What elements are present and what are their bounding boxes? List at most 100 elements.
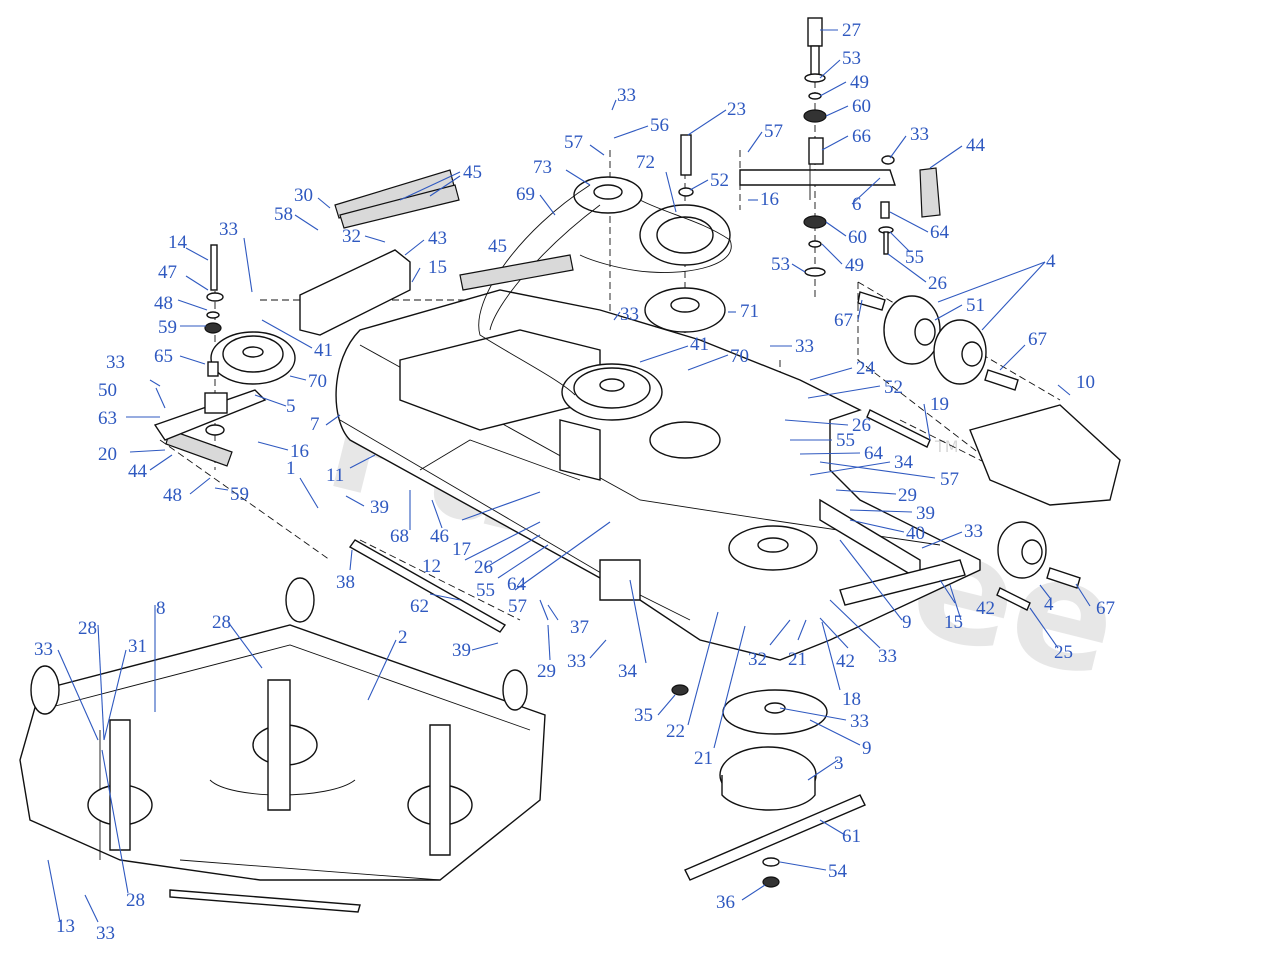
- callout-71: 71: [740, 301, 759, 322]
- callout-52: 52: [710, 170, 729, 191]
- callout-16: 16: [290, 441, 309, 462]
- callout-25: 25: [1054, 642, 1073, 663]
- callout-33: 33: [96, 923, 115, 944]
- callout-46: 46: [430, 526, 449, 547]
- callout-50: 50: [98, 380, 117, 401]
- callout-63: 63: [98, 408, 117, 429]
- callout-3: 3: [834, 753, 844, 774]
- callout-48: 48: [154, 293, 173, 314]
- callout-1: 1: [286, 458, 296, 479]
- callout-4: 4: [1044, 594, 1054, 615]
- callout-30: 30: [294, 185, 313, 206]
- callout-64: 64: [507, 574, 527, 595]
- callout-64: 64: [864, 443, 884, 464]
- callout-22: 22: [666, 721, 685, 742]
- callout-52: 52: [884, 377, 903, 398]
- callout-23: 23: [727, 99, 746, 120]
- callout-51: 51: [966, 295, 985, 316]
- callout-69: 69: [516, 184, 535, 205]
- callout-33: 33: [850, 711, 869, 732]
- callout-73: 73: [533, 157, 552, 178]
- callout-labels: 27 53 49 60 66 33 44 6 64 60 49 55 26 53…: [34, 20, 1115, 944]
- callout-35: 35: [634, 705, 653, 726]
- callout-53: 53: [771, 254, 790, 275]
- callout-57: 57: [940, 469, 959, 490]
- callout-70: 70: [308, 371, 327, 392]
- leader-lines: [47, 29, 1091, 923]
- callout-57: 57: [508, 596, 527, 617]
- callout-21: 21: [694, 748, 713, 769]
- callout-59: 59: [230, 484, 249, 505]
- callout-49: 49: [845, 255, 864, 276]
- callout-67: 67: [834, 310, 853, 331]
- callout-34: 34: [894, 452, 914, 473]
- callout-58: 58: [274, 204, 293, 225]
- callout-29: 29: [537, 661, 556, 682]
- callout-54: 54: [828, 861, 848, 882]
- callout-38: 38: [336, 572, 355, 593]
- callout-8: 8: [156, 598, 166, 619]
- callout-18: 18: [842, 689, 861, 710]
- callout-33: 33: [567, 651, 586, 672]
- callout-33: 33: [795, 336, 814, 357]
- left-idler-arm: [153, 244, 267, 441]
- callout-37: 37: [570, 617, 589, 638]
- callout-26: 26: [928, 273, 947, 294]
- callout-39: 39: [452, 640, 471, 661]
- callout-26: 26: [852, 415, 871, 436]
- callout-11: 11: [326, 465, 344, 486]
- callout-33: 33: [219, 219, 238, 240]
- callout-2: 2: [398, 627, 408, 648]
- callout-33: 33: [34, 639, 53, 660]
- callout-28: 28: [212, 612, 231, 633]
- callout-4: 4: [1046, 251, 1056, 272]
- callout-24: 24: [856, 358, 876, 379]
- callout-33: 33: [617, 85, 636, 106]
- callout-15: 15: [944, 612, 963, 633]
- callout-9: 9: [902, 612, 912, 633]
- callout-9: 9: [862, 738, 872, 759]
- callout-49: 49: [850, 72, 869, 93]
- callout-45: 45: [463, 162, 482, 183]
- callout-39: 39: [916, 503, 935, 524]
- callout-6: 6: [852, 194, 862, 215]
- callout-17: 17: [452, 539, 471, 560]
- gauge-wheels: [857, 291, 1081, 589]
- deck-housing: [335, 289, 981, 661]
- callout-57: 57: [764, 121, 783, 142]
- callout-48: 48: [163, 485, 182, 506]
- callout-44: 44: [966, 135, 986, 156]
- callout-7: 7: [310, 414, 320, 435]
- callout-57: 57: [564, 132, 583, 153]
- lower-deck: [19, 577, 546, 913]
- rods: [348, 409, 1031, 633]
- callout-61: 61: [842, 826, 861, 847]
- callout-36: 36: [716, 892, 735, 913]
- callout-55: 55: [905, 247, 924, 268]
- callout-32: 32: [342, 226, 361, 247]
- callout-14: 14: [168, 232, 188, 253]
- callout-64: 64: [930, 222, 950, 243]
- callout-66: 66: [852, 126, 871, 147]
- springs: [165, 169, 574, 467]
- callout-29: 29: [898, 485, 917, 506]
- callout-43: 43: [428, 228, 447, 249]
- callout-33: 33: [910, 124, 929, 145]
- callout-15: 15: [428, 257, 447, 278]
- pulleys: [210, 134, 818, 571]
- callout-33: 33: [106, 352, 125, 373]
- callout-42: 42: [836, 651, 855, 672]
- callout-47: 47: [158, 262, 177, 283]
- spindle-assembly: [671, 684, 866, 888]
- callout-32: 32: [748, 649, 767, 670]
- callout-28: 28: [78, 618, 97, 639]
- callout-27: 27: [842, 20, 861, 41]
- callout-33: 33: [620, 304, 639, 325]
- callout-13: 13: [56, 916, 75, 937]
- callout-26: 26: [474, 557, 493, 578]
- callout-44: 44: [128, 461, 148, 482]
- callout-5: 5: [286, 396, 296, 417]
- bracket-43: [299, 249, 411, 336]
- callout-41: 41: [690, 334, 709, 355]
- callout-21: 21: [788, 649, 807, 670]
